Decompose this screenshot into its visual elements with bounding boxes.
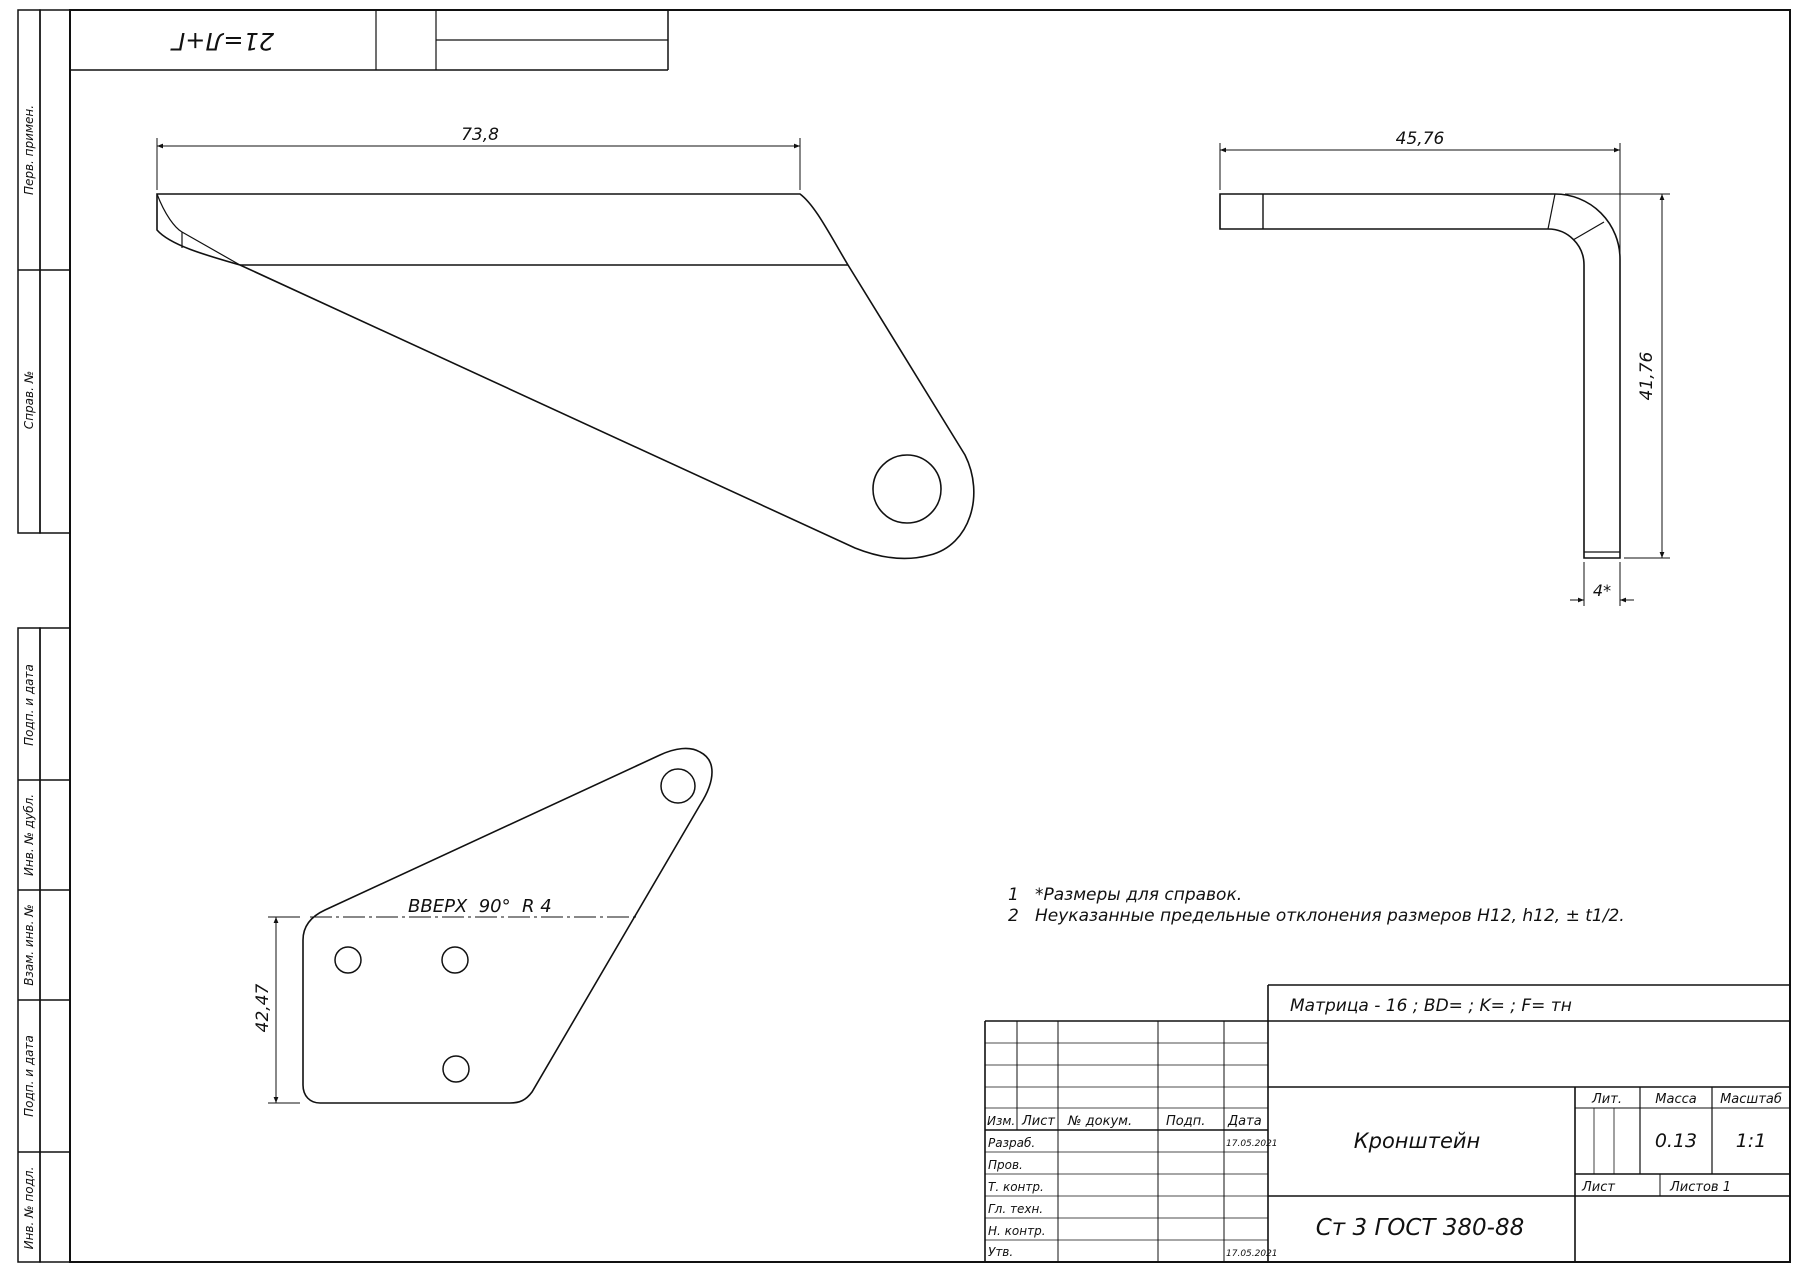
note-2-text: Неуказанные предельные отклонения размер…: [1035, 906, 1625, 926]
dim-side-thickness: [1570, 562, 1634, 606]
sheets-label: Листов 1: [1669, 1180, 1731, 1195]
header-list: Лист: [1021, 1114, 1055, 1129]
side-view: [1219, 193, 1621, 559]
top-view: [156, 193, 975, 560]
flat-pattern: [302, 747, 713, 1104]
mass-value: 0.13: [1655, 1130, 1697, 1152]
side-label-inv-podl: Инв. № подл.: [22, 1167, 36, 1250]
top-view-hole: [872, 454, 942, 524]
flat-hole-1: [334, 946, 362, 974]
dim-top-width: [156, 138, 801, 190]
top-stamp-code: 21=Л+Г: [170, 27, 274, 55]
scale-value: 1:1: [1736, 1130, 1767, 1152]
side-label-podp-data-2: Подп. и дата: [22, 1035, 36, 1117]
side-label-perv-primen: Перв. примен.: [22, 105, 36, 195]
dim-side-height: [1565, 193, 1670, 559]
role-t-kontr: Т. контр.: [988, 1180, 1044, 1194]
side-label-vzam-inv: Взам. инв. №: [22, 904, 36, 985]
role-n-kontr: Н. контр.: [988, 1224, 1046, 1238]
title-block: [984, 984, 1790, 1262]
technical-notes: 1 *Размеры для справок. 2 Неуказанные пр…: [1008, 885, 1625, 926]
dim-flat-height-label: 42,47: [253, 983, 273, 1032]
scale-label: Масштаб: [1720, 1092, 1782, 1107]
role-razrab: Разраб.: [988, 1136, 1035, 1150]
part-name: Кронштейн: [1354, 1129, 1481, 1153]
role-gl-tekhn: Гл. техн.: [988, 1202, 1043, 1216]
date-razrab: 17.05.2021: [1226, 1139, 1278, 1149]
role-utv: Утв.: [988, 1245, 1013, 1259]
mass-label: Масса: [1655, 1092, 1696, 1107]
dim-flat-height: [268, 916, 300, 1104]
header-dokum: № докум.: [1067, 1114, 1132, 1129]
dim-side-thickness-label: 4*: [1593, 581, 1611, 600]
side-label-inv-dubl: Инв. № дубл.: [22, 794, 36, 876]
side-strip: [17, 9, 71, 1263]
bend-note: ВВЕРХ 90° R 4: [408, 896, 552, 917]
flat-hole-corner: [660, 768, 696, 804]
header-podp: Подп.: [1166, 1114, 1205, 1129]
date-utv: 17.05.2021: [1226, 1249, 1278, 1259]
dim-side-width-label: 45,76: [1396, 129, 1445, 149]
material: Ст 3 ГОСТ 380-88: [1316, 1215, 1525, 1241]
sheet-frame: [69, 9, 1791, 1263]
note-1-text: *Размеры для справок.: [1035, 885, 1242, 905]
lit-label: Лит.: [1591, 1092, 1622, 1107]
flat-hole-2: [441, 946, 469, 974]
side-label-podp-data-1: Подп. и дата: [22, 664, 36, 746]
dim-side-height-label: 41,76: [1637, 351, 1657, 400]
note-2-number: 2: [1008, 906, 1019, 926]
header-data: Дата: [1227, 1114, 1262, 1129]
flat-hole-3: [442, 1055, 470, 1083]
side-label-sprav-no: Справ. №: [22, 371, 36, 429]
matrix-line: Матрица - 16 ; BD= ; K= ; F= тн: [1290, 996, 1572, 1016]
header-izm: Изм.: [987, 1114, 1015, 1128]
role-prov: Пров.: [988, 1158, 1023, 1172]
dim-top-width-label: 73,8: [461, 125, 499, 145]
sheet-label: Лист: [1581, 1180, 1615, 1195]
dim-side-width: [1219, 143, 1621, 255]
note-1-number: 1: [1008, 885, 1019, 905]
